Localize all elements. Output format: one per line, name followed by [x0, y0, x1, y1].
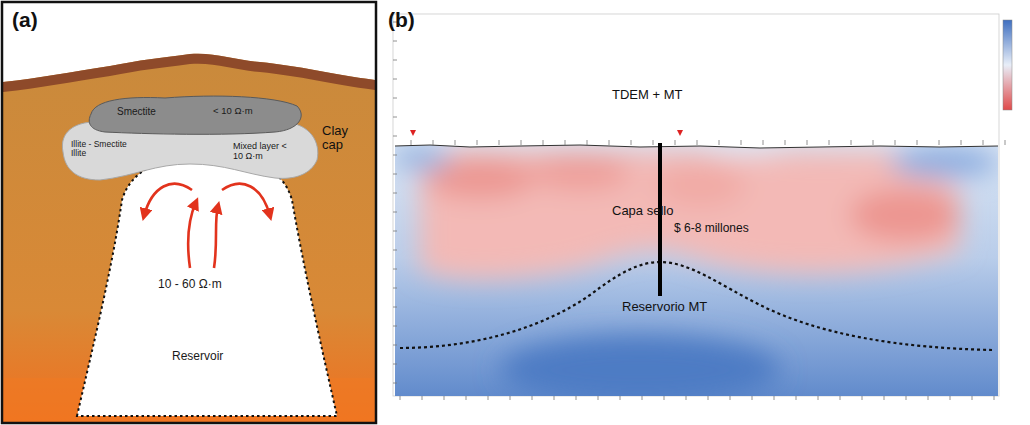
cost-note: $ 6-8 millones — [674, 222, 749, 235]
zone-name: Capa sello — [612, 204, 673, 218]
flow-arrow — [214, 206, 218, 268]
zone-name: Reservoir — [172, 350, 272, 363]
flow-arrow — [222, 184, 270, 216]
flow-arrow — [144, 184, 192, 216]
panel-a-frame — [2, 2, 376, 423]
zone-name: Reservorio MT — [622, 300, 707, 314]
resistivity-value: < 10 Ω·m — [213, 106, 283, 116]
zone-name: Clay cap — [322, 124, 370, 153]
flow-arrow — [188, 202, 196, 268]
method-title: TDEM + MT — [612, 88, 682, 102]
layer-name: Smectite — [117, 106, 187, 117]
resistivity-section — [390, 14, 1012, 405]
layer-name: Mixed layer < 10 Ω·m — [233, 142, 297, 162]
layer-name: Illite - Smectite Illite — [71, 140, 135, 159]
reservoir-plume: 10 - 60 Ω·mReservoir — [72, 150, 342, 416]
panel-letter: (b) — [388, 8, 415, 31]
resistivity-value: 10 - 60 Ω·m — [158, 278, 268, 291]
smectite-layer: Smectite < 10 Ω·m — [85, 92, 305, 136]
panel-a-ground — [3, 3, 375, 422]
panel-letter: (a) — [12, 8, 38, 31]
